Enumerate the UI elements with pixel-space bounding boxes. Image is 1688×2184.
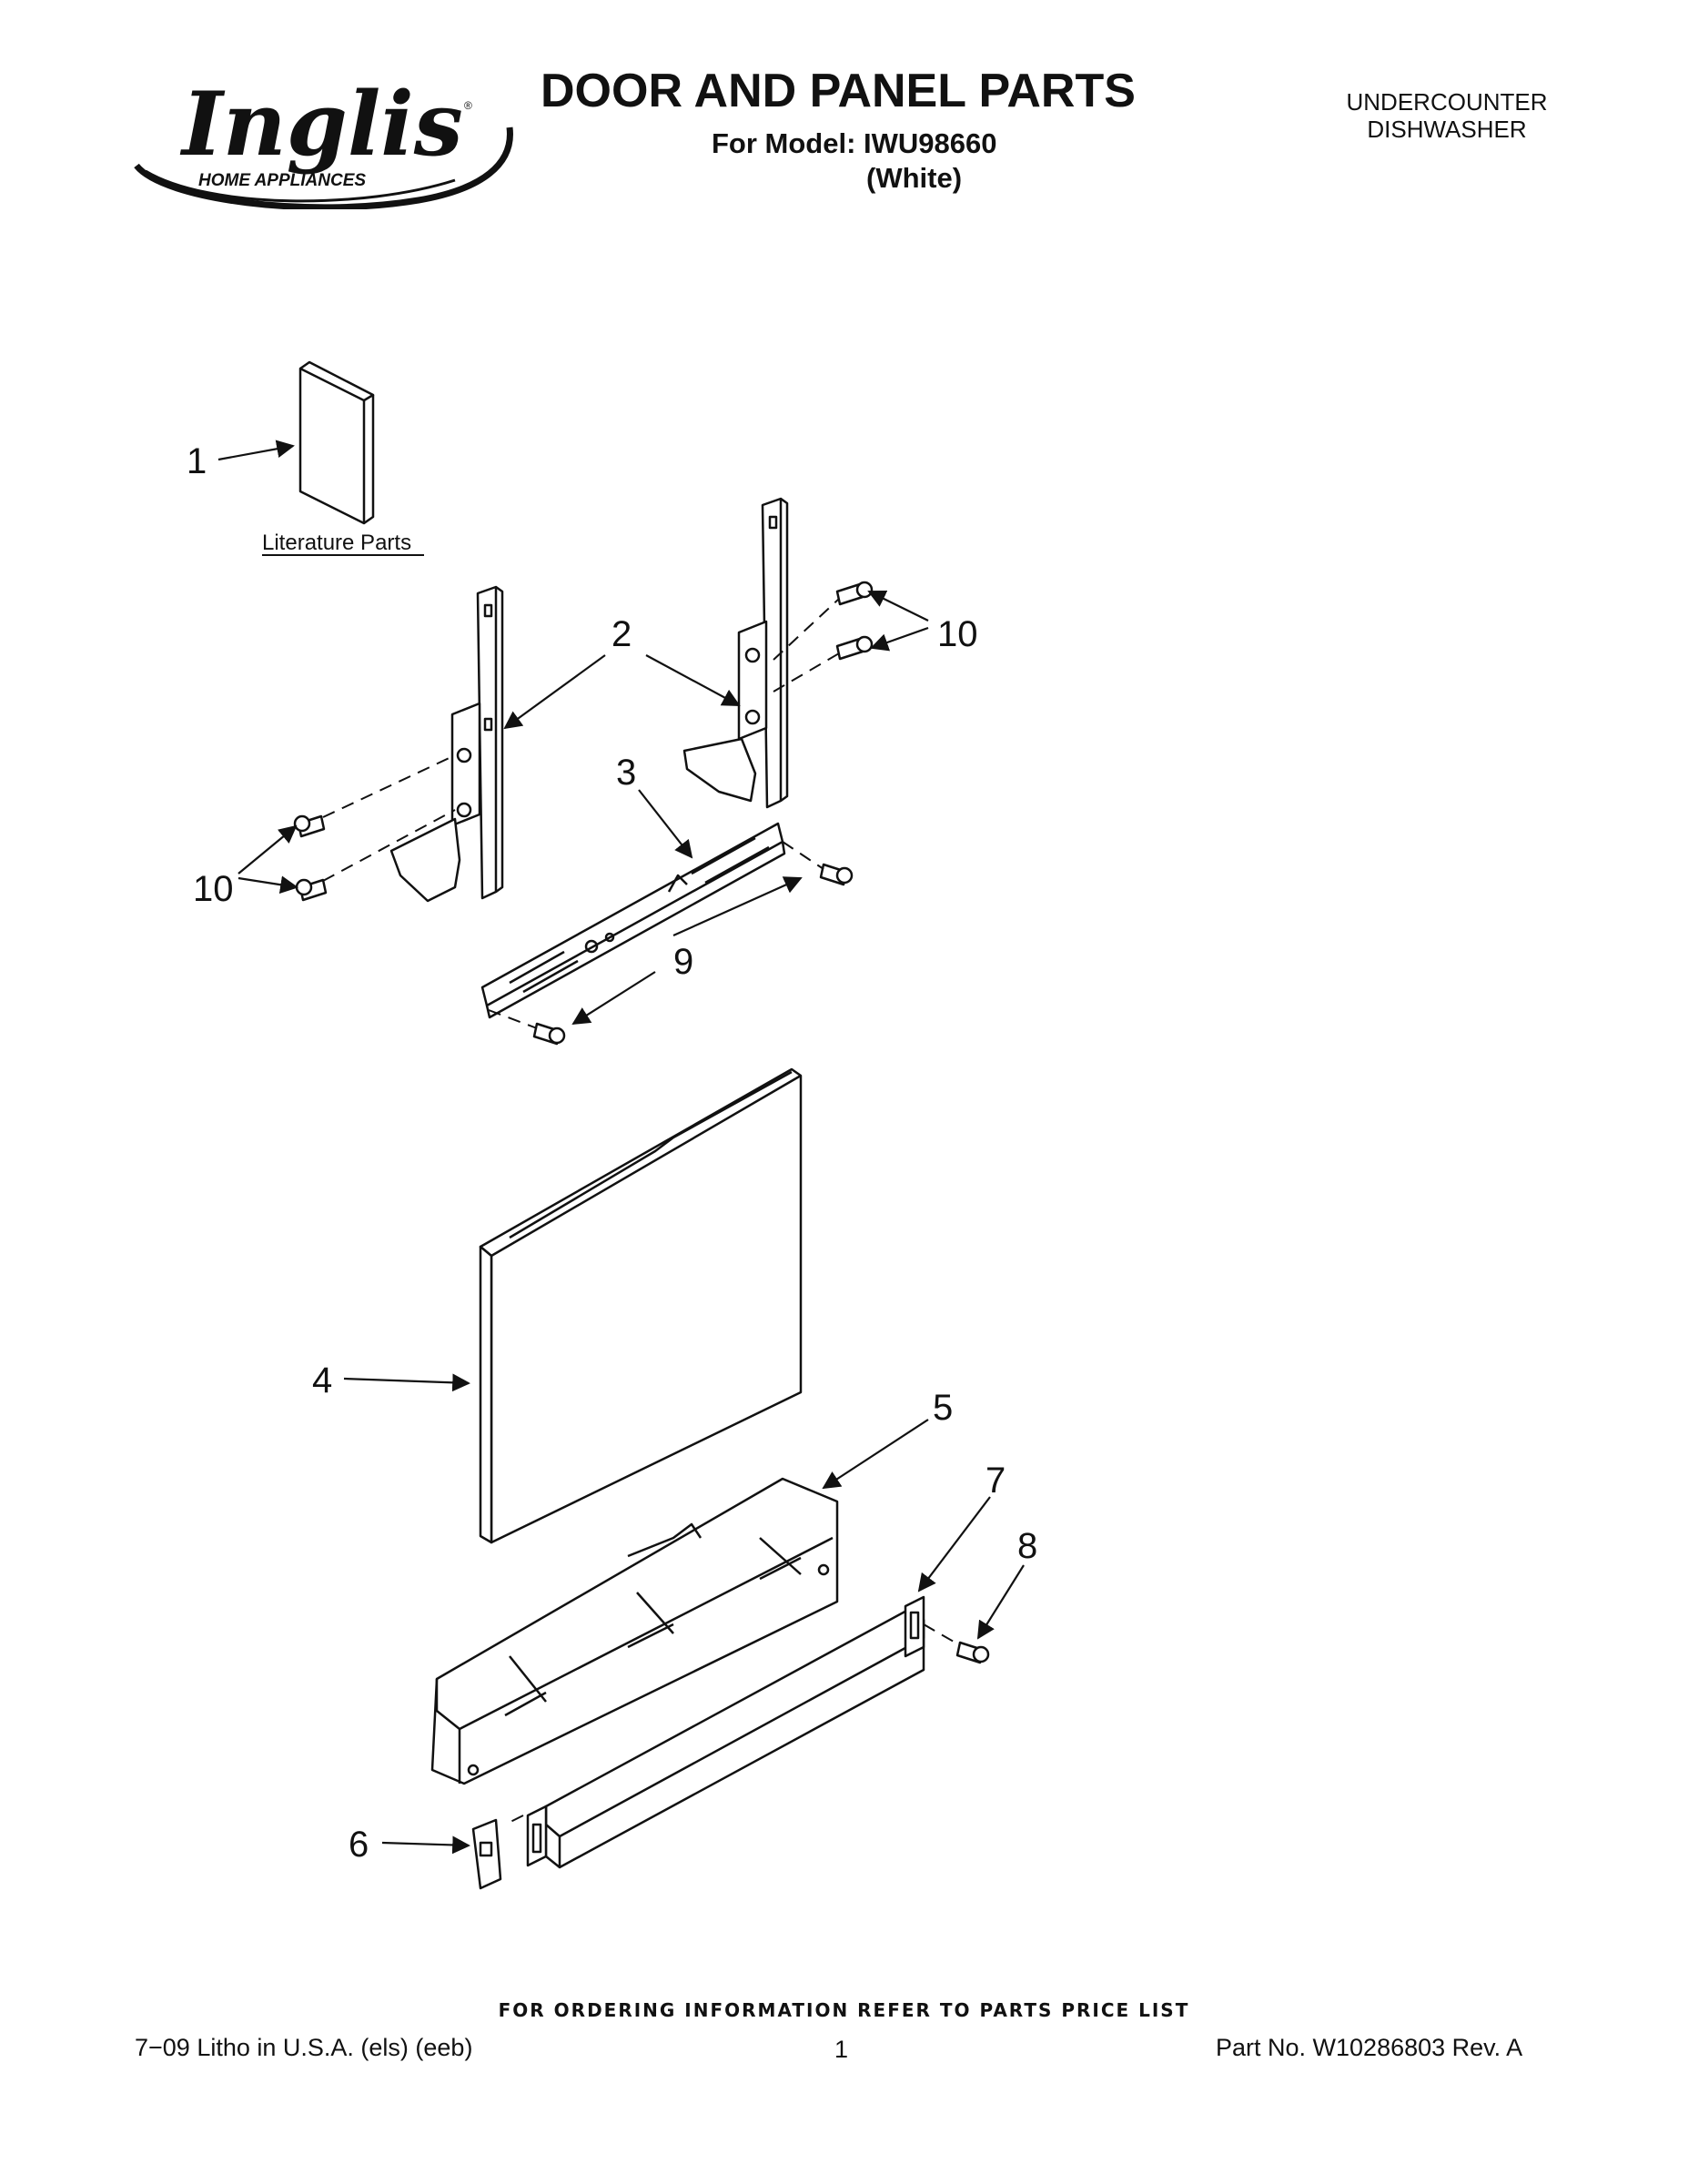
literature-booklet [298, 360, 375, 525]
callout-5: 5 [933, 1388, 953, 1428]
toe-kick-plate [526, 1595, 925, 1869]
appliance-type: UNDERCOUNTER DISHWASHER [1292, 88, 1602, 143]
litho-info: 7−09 Litho in U.S.A. (els) (eeb) [135, 2034, 473, 2061]
page-number: 1 [834, 2036, 849, 2063]
callout-8: 8 [1017, 1526, 1037, 1566]
appliance-type-line1: UNDERCOUNTER [1346, 88, 1548, 116]
part-number: Part No. W10286803 Rev. A [1216, 2034, 1523, 2061]
appliance-type-line2: DISHWASHER [1367, 116, 1527, 143]
svg-text:Inglis: Inglis [179, 73, 463, 176]
callout-7: 7 [986, 1461, 1006, 1501]
svg-text:®: ® [464, 99, 472, 112]
callout-4: 4 [312, 1360, 332, 1400]
lower-panel [430, 1477, 839, 1785]
model-color: (White) [866, 162, 963, 194]
callout-1: 1 [187, 441, 207, 481]
door-panel [479, 1067, 803, 1544]
screws [293, 581, 990, 1664]
callout-9: 9 [673, 942, 693, 982]
hinge-bracket-left [389, 585, 504, 903]
svg-text:HOME APPLIANCES: HOME APPLIANCES [198, 171, 366, 190]
callout-3: 3 [616, 753, 636, 793]
clip [471, 1818, 502, 1890]
callout-2: 2 [612, 614, 632, 654]
ordering-note: FOR ORDERING INFORMATION REFER TO PARTS … [498, 1999, 1190, 2021]
model-number: For Model: IWU98660 [712, 127, 997, 159]
hinge-bracket-right [682, 497, 789, 809]
callout-6: 6 [349, 1825, 369, 1865]
inglis-logo: Inglis HOME APPLIANCES ® [134, 73, 513, 209]
callout-10-left: 10 [193, 869, 234, 909]
page-title: DOOR AND PANEL PARTS [541, 65, 1136, 117]
mounting-bracket [480, 822, 786, 1019]
callout-10-top: 10 [937, 614, 978, 654]
literature-parts-label: Literature Parts [262, 531, 411, 555]
